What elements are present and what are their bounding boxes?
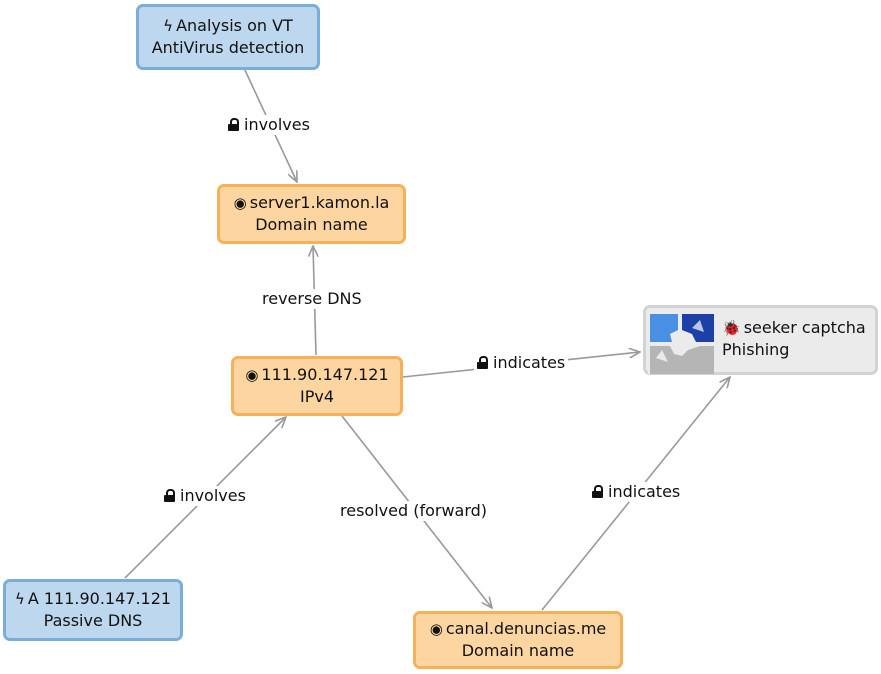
node-title: server1.kamon.la [249,193,390,212]
bug-icon: 🐞 [722,319,741,337]
edge-label-text: resolved (forward) [340,501,488,520]
edge-label-canal-to-seeker: indicates [589,482,684,502]
lightning-icon: ϟ [163,17,174,35]
edge-label-passive-to-ip: involves [161,486,249,506]
node-seeker-captcha[interactable]: 🐞seeker captcha Phishing [643,305,878,375]
node-subtitle: Domain name [255,215,368,234]
node-subtitle: IPv4 [299,387,334,406]
node-title: seeker captcha [743,318,866,337]
target-icon: ◉ [429,620,443,638]
edge-label-text: indicates [493,353,566,372]
node-subtitle: AntiVirus detection [151,38,305,57]
edge-label-ip-to-canal: resolved (forward) [337,501,491,521]
edge-label-ip-to-server1: reverse DNS [259,289,365,309]
node-title: 111.90.147.121 [261,365,389,384]
lock-icon [592,485,603,498]
node-server1-domain[interactable]: ◉server1.kamon.la Domain name [217,184,406,244]
edge-label-text: involves [180,486,246,505]
node-subtitle: Domain name [461,641,575,660]
node-title: Analysis on VT [176,16,293,35]
node-subtitle: Phishing [722,340,790,359]
lock-icon [228,118,239,131]
node-ip-address[interactable]: ◉111.90.147.121 IPv4 [231,356,403,416]
edge-label-vt-to-server1: involves [225,115,313,135]
lightning-icon: ϟ [14,590,25,608]
lock-icon [164,489,175,502]
node-title: canal.denuncias.me [445,619,607,638]
captcha-logo-icon [648,310,714,374]
node-canal-domain[interactable]: ◉canal.denuncias.me Domain name [413,611,623,669]
node-subtitle: Passive DNS [43,611,143,630]
target-icon: ◉ [245,366,259,384]
edge-label-text: indicates [608,482,681,501]
edge-label-text: involves [244,115,310,134]
lock-icon [477,356,488,369]
edge-label-ip-to-seeker: indicates [474,353,569,373]
edge-label-text: reverse DNS [262,289,362,308]
target-icon: ◉ [233,194,247,212]
node-title: A 111.90.147.121 [27,589,172,608]
